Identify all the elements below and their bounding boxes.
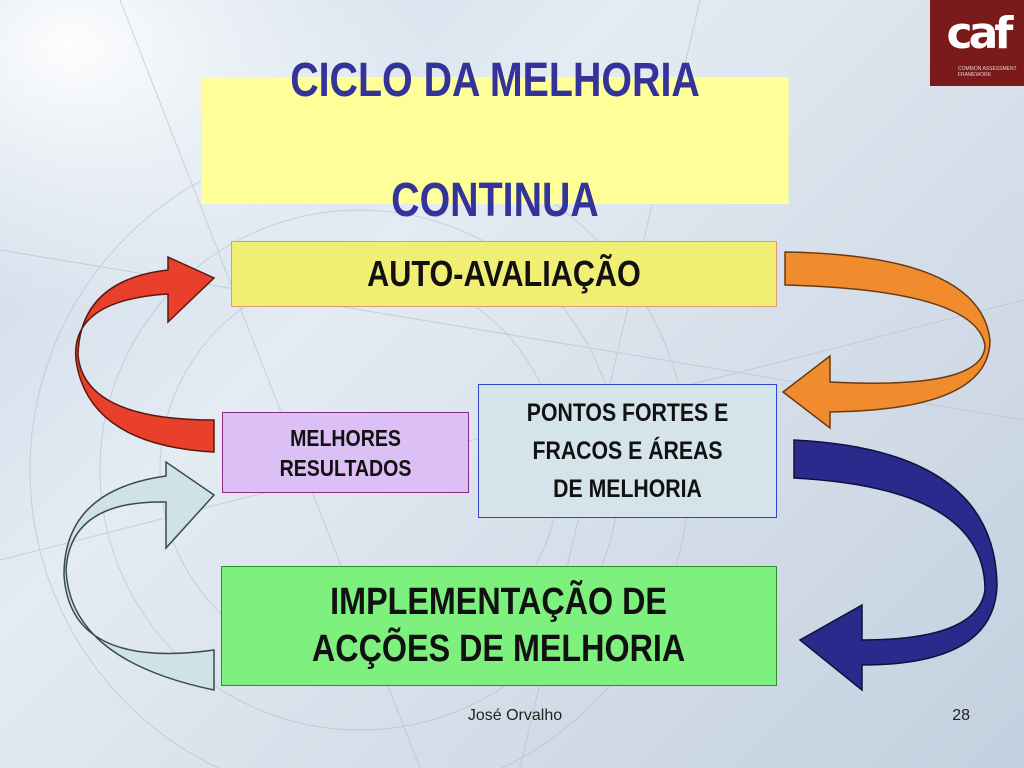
step-implementacao: IMPLEMENTAÇÃO DE ACÇÕES DE MELHORIA xyxy=(221,566,777,686)
step-melhores-resultados-label: MELHORES RESULTADOS xyxy=(279,424,412,481)
step-melhores-resultados: MELHORES RESULTADOS xyxy=(222,412,469,493)
page-number: 28 xyxy=(952,707,970,724)
caf-logo-subtitle: COMMON ASSESSMENT FRAMEWORK xyxy=(958,66,1017,78)
step-auto-avaliacao-label: AUTO-AVALIAÇÃO xyxy=(367,253,641,294)
title-line-2: CONTINUA xyxy=(391,173,599,227)
step-pontos-fortes-label: PONTOS FORTES E FRACOS E ÁREAS DE MELHOR… xyxy=(526,399,729,503)
navy-cycle-arrow xyxy=(793,439,998,692)
light-cycle-arrow xyxy=(63,460,216,691)
step-implementacao-label: IMPLEMENTAÇÃO DE ACÇÕES DE MELHORIA xyxy=(312,581,686,670)
footer-author: José Orvalho xyxy=(467,707,563,724)
page-title: CICLO DA MELHORIA CONTINUA xyxy=(201,54,789,227)
caf-logo xyxy=(930,0,1024,86)
step-pontos-fortes: PONTOS FORTES E FRACOS E ÁREAS DE MELHOR… xyxy=(478,384,777,518)
orange-cycle-arrow xyxy=(781,251,991,430)
caf-logo-text: caf xyxy=(946,8,1014,59)
red-cycle-arrow xyxy=(74,255,216,453)
title-line-1: CICLO DA MELHORIA xyxy=(290,53,700,107)
step-auto-avaliacao: AUTO-AVALIAÇÃO xyxy=(231,241,777,307)
